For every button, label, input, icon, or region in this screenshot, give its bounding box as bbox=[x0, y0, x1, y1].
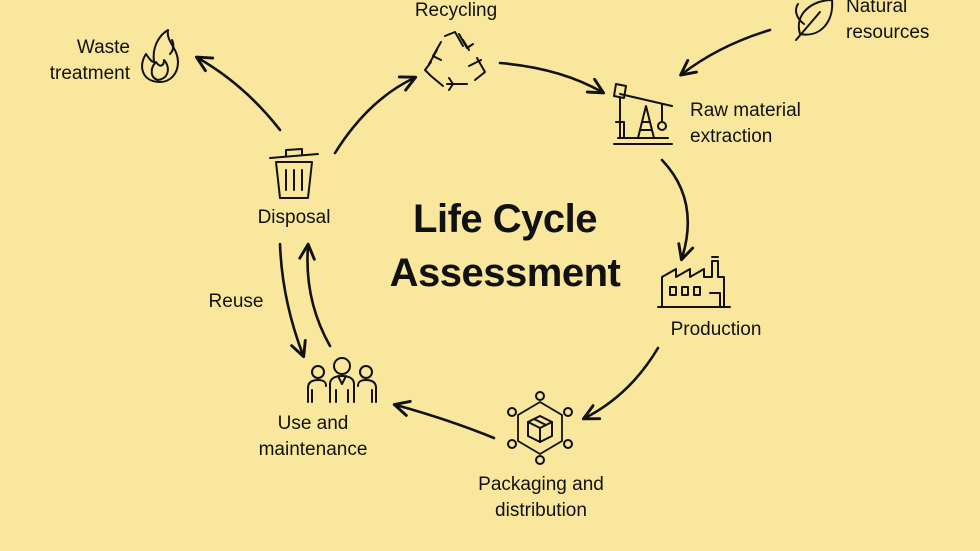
leaf-icon bbox=[795, 0, 834, 41]
oil-pump-icon bbox=[613, 83, 673, 145]
factory-icon bbox=[657, 256, 731, 308]
arrow-natural-to-raw bbox=[679, 28, 772, 77]
label-waste-line2: treatment bbox=[49, 63, 130, 84]
title-line-1: Life Cycle bbox=[413, 197, 597, 241]
arrow-production-to-packaging bbox=[581, 346, 660, 421]
arrow-raw-to-production bbox=[660, 158, 695, 262]
label-waste-line1: Waste bbox=[76, 37, 130, 58]
label-use-line1: Use and bbox=[277, 413, 349, 434]
recycle-icon bbox=[424, 31, 486, 91]
label-packaging: Packaging and distribution bbox=[456, 472, 626, 524]
arrow-disposal-to-waste bbox=[194, 55, 282, 132]
people-icon bbox=[307, 357, 377, 403]
label-reuse: Reuse bbox=[208, 291, 264, 312]
label-waste-treatment: Waste treatment bbox=[18, 35, 130, 87]
title-line-2: Assessment bbox=[389, 251, 621, 295]
trash-bin-icon bbox=[269, 148, 319, 199]
arrow-disposal-to-recycling bbox=[333, 75, 418, 155]
label-raw-material: Raw material extraction bbox=[690, 98, 801, 150]
label-natural-resources: Natural resources bbox=[846, 0, 929, 46]
label-disposal: Disposal bbox=[257, 207, 331, 228]
arrow-packaging-to-use bbox=[392, 399, 496, 440]
label-recycling: Recycling bbox=[414, 0, 498, 21]
label-raw-line1: Raw material bbox=[690, 100, 801, 121]
diagram-title: Life Cycle Assessment bbox=[345, 192, 665, 300]
arrow-use-to-disposal bbox=[298, 242, 332, 348]
arrow-disposal-to-use bbox=[278, 242, 307, 359]
arrow-recycling-to-raw bbox=[498, 61, 606, 95]
package-network-icon bbox=[507, 391, 573, 465]
label-packaging-line2: distribution bbox=[495, 500, 587, 521]
flame-icon bbox=[141, 29, 179, 83]
label-packaging-line1: Packaging and bbox=[478, 474, 604, 495]
label-natural-line1: Natural bbox=[846, 0, 908, 17]
label-use-maintenance: Use and maintenance bbox=[242, 411, 384, 463]
label-use-line2: maintenance bbox=[258, 439, 368, 460]
label-raw-line2: extraction bbox=[690, 126, 773, 147]
label-production: Production bbox=[670, 319, 762, 340]
label-natural-line2: resources bbox=[846, 22, 930, 43]
